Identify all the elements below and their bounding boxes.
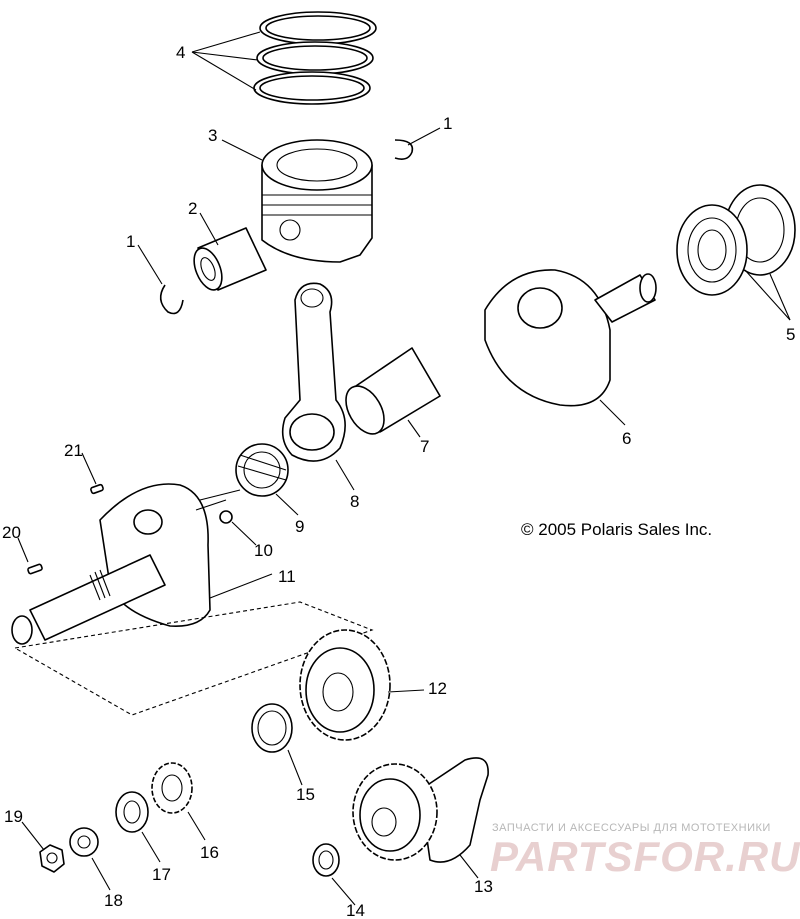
circlip-upper <box>394 139 414 160</box>
nut-19 <box>39 844 65 873</box>
callout-15: 15 <box>296 785 315 804</box>
callout-19: 19 <box>4 807 23 826</box>
callout-13: 13 <box>474 877 493 896</box>
piston <box>261 139 373 263</box>
leader-lines <box>17 31 791 906</box>
circlip-lower <box>159 284 184 315</box>
watermark-tagline: ЗАПЧАСТИ И АКСЕССУАРЫ ДЛЯ МОТОТЕХНИКИ <box>492 822 771 834</box>
collar-17 <box>115 791 149 833</box>
callout-3: 3 <box>208 126 217 145</box>
callout-10: 10 <box>254 541 273 560</box>
callout-7: 7 <box>420 437 429 456</box>
callout-17: 17 <box>152 865 171 884</box>
main-bearings <box>676 184 796 296</box>
crankshaft <box>11 483 211 645</box>
callout-16: 16 <box>200 843 219 862</box>
balance-gear <box>299 629 391 741</box>
copyright-notice: © 2005 Polaris Sales Inc. <box>521 520 713 539</box>
piston-rings <box>253 11 377 105</box>
washer-14 <box>312 843 340 877</box>
callout-labels: 1 1 2 3 4 5 6 7 8 9 10 11 12 13 14 15 16… <box>2 43 795 919</box>
washer-18 <box>69 827 99 857</box>
callout-11: 11 <box>278 567 296 586</box>
callout-6: 6 <box>622 429 631 448</box>
callout-21: 21 <box>64 441 83 460</box>
callout-9: 9 <box>295 517 304 536</box>
callout-1-left: 1 <box>126 232 135 251</box>
crank-pin <box>345 347 441 435</box>
watermark-logo: PARTSFOR.RU <box>490 833 800 880</box>
balance-shaft <box>352 757 489 863</box>
callout-1-right: 1 <box>443 114 452 133</box>
piston-pin <box>193 227 267 291</box>
sprocket-16 <box>151 762 193 814</box>
connecting-rod <box>281 282 346 462</box>
woodruff-key-20 <box>27 563 43 575</box>
callout-12: 12 <box>428 679 447 698</box>
woodruff-key-21 <box>90 483 104 495</box>
callout-4: 4 <box>176 43 185 62</box>
callout-18: 18 <box>104 891 123 910</box>
callout-5: 5 <box>786 325 795 344</box>
assembly-outline <box>13 601 374 716</box>
callout-20: 20 <box>2 523 21 542</box>
callout-14: 14 <box>346 901 365 919</box>
callout-2: 2 <box>188 199 197 218</box>
ball-10 <box>219 510 233 524</box>
crank-half <box>484 269 657 407</box>
callout-8: 8 <box>350 492 359 511</box>
washer-15 <box>251 703 293 753</box>
needle-bearing <box>235 443 289 497</box>
